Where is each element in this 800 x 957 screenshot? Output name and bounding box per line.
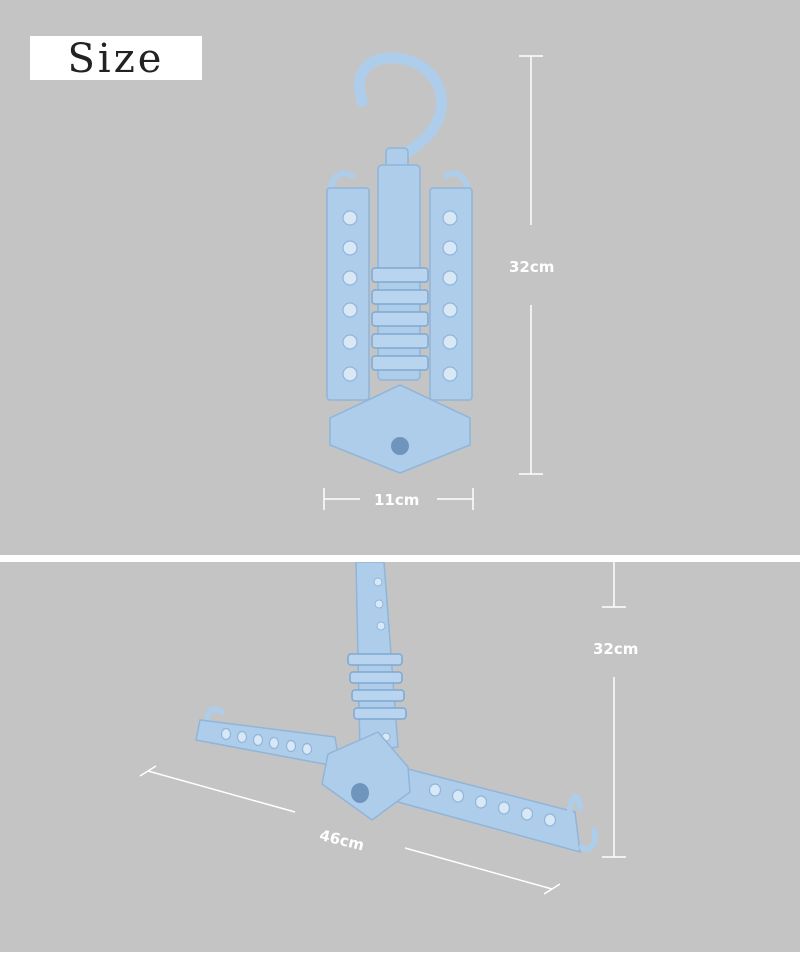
hub-plate	[321, 731, 411, 821]
hub-plate	[329, 384, 471, 474]
right-arm	[397, 766, 581, 854]
right-arm-holes	[428, 783, 557, 827]
ladder-steps	[347, 653, 407, 720]
left-arm-holes	[220, 727, 313, 756]
hanger-hook	[353, 52, 447, 166]
height-label: 32cm	[593, 640, 639, 658]
unfolded-hanger-illustration	[139, 562, 626, 895]
left-arm	[195, 719, 341, 768]
hub-hole	[351, 783, 369, 803]
height-dimension-line	[602, 562, 626, 858]
width-label: 11cm	[374, 491, 420, 509]
height-dimension-line	[519, 55, 543, 475]
hub-hole	[391, 437, 409, 455]
height-label: 32cm	[509, 258, 555, 276]
right-arm	[429, 187, 473, 401]
arm-holes	[342, 210, 458, 382]
folded-hanger-panel: Size	[0, 0, 800, 555]
left-arm-clip	[204, 706, 225, 725]
right-arm-end-hook	[579, 827, 598, 852]
left-arm	[326, 187, 370, 401]
hook-tip	[356, 95, 368, 107]
size-title-label: Size	[30, 36, 202, 82]
width-dimension-line	[323, 488, 474, 510]
folded-hanger-illustration	[323, 52, 543, 510]
right-arm-clip	[567, 794, 583, 813]
unfolded-hanger-panel: 32cm 46cm	[0, 562, 800, 952]
spine-holes	[373, 577, 391, 742]
ladder-steps	[371, 267, 429, 371]
length-dimension-line	[139, 765, 561, 895]
